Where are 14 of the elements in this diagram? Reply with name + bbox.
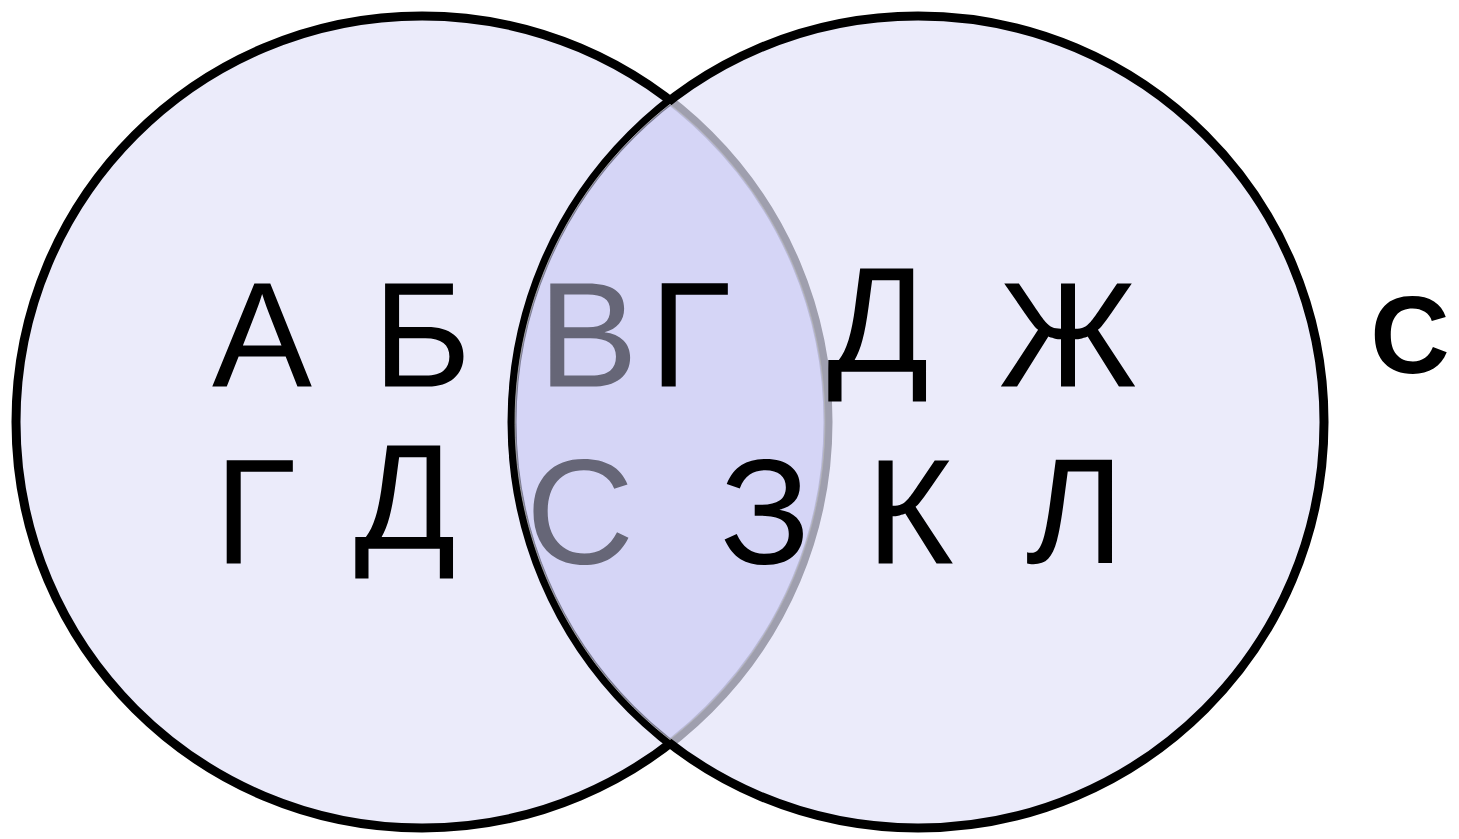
- letter: З: [724, 458, 803, 566]
- letter: В: [550, 283, 631, 387]
- letter: С: [533, 458, 629, 566]
- letter: Г: [226, 460, 293, 564]
- letter: Л: [1027, 459, 1112, 565]
- overlap-region: [514, 103, 826, 740]
- venn-circle: [507, 11, 1329, 833]
- letter: Ж: [1000, 283, 1136, 387]
- letter: К: [878, 460, 953, 564]
- letter: Г: [661, 283, 728, 387]
- letter: Д: [355, 445, 453, 579]
- letter: Д: [828, 268, 926, 402]
- letter: А: [212, 283, 312, 387]
- letter: Б: [385, 283, 464, 387]
